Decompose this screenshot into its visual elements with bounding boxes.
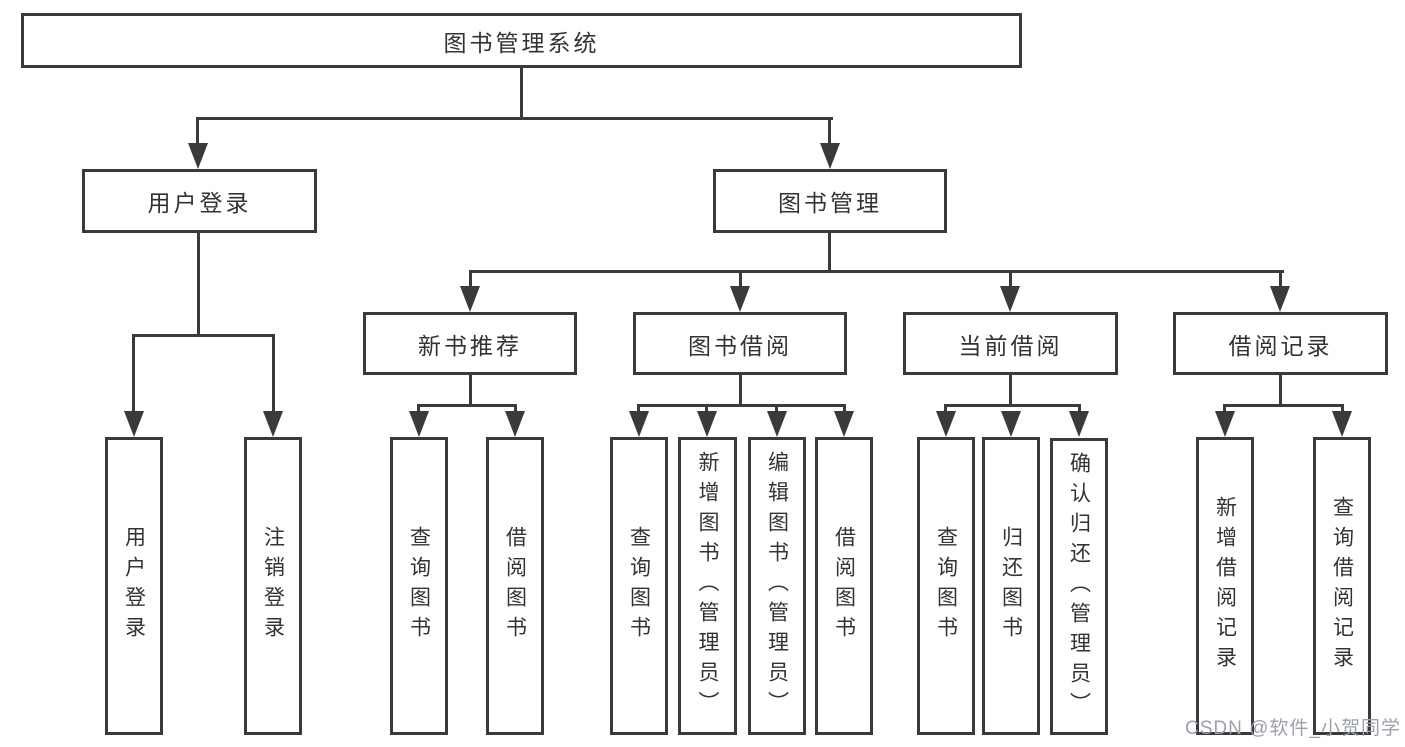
leaf-query-borrow-record-label: 查询借阅记录 xyxy=(1330,496,1354,676)
node-new-book-recommendation-label: 新书推荐 xyxy=(418,332,522,359)
connector-line xyxy=(775,404,778,415)
connector-line xyxy=(1223,404,1344,407)
arrowhead-down-icon xyxy=(834,411,854,437)
connector-line xyxy=(197,233,200,337)
connector-line xyxy=(132,334,275,337)
node-user-login: 用户登录 xyxy=(82,169,317,233)
connector-line xyxy=(828,233,831,273)
leaf-borrow-books-2-label: 借阅图书 xyxy=(832,526,856,646)
arrowhead-down-icon xyxy=(820,143,840,169)
arrowhead-down-icon xyxy=(124,411,144,437)
leaf-edit-book-admin: 编辑图书（管理员） xyxy=(748,437,806,735)
leaf-logout-label: 注销登录 xyxy=(261,526,285,646)
connector-line xyxy=(132,334,135,416)
leaf-borrow-books-2: 借阅图书 xyxy=(815,437,873,735)
arrowhead-down-icon xyxy=(263,411,283,437)
leaf-return-book: 归还图书 xyxy=(982,437,1040,735)
connector-line xyxy=(944,404,1081,407)
leaf-borrow-books-1-label: 借阅图书 xyxy=(503,526,527,646)
node-user-login-label: 用户登录 xyxy=(147,190,252,216)
connector-line xyxy=(469,375,472,406)
arrowhead-down-icon xyxy=(1000,286,1020,312)
arrowhead-down-icon xyxy=(1001,411,1021,437)
node-current-borrowing-label: 当前借阅 xyxy=(958,332,1063,359)
arrowhead-down-icon xyxy=(936,411,956,437)
leaf-query-books-3: 查询图书 xyxy=(917,437,975,735)
leaf-logout: 注销登录 xyxy=(244,437,302,735)
node-new-book-recommendation: 新书推荐 xyxy=(363,312,577,375)
connector-line xyxy=(196,117,199,147)
arrowhead-down-icon xyxy=(1215,411,1235,437)
connector-line xyxy=(1279,270,1282,292)
node-borrowing-records: 借阅记录 xyxy=(1173,312,1388,375)
connector-line xyxy=(739,270,742,292)
csdn-watermark: CSDN @软件_小贺同学 xyxy=(1185,718,1401,739)
arrowhead-down-icon xyxy=(1069,411,1089,437)
node-root: 图书管理系统 xyxy=(21,13,1022,68)
arrowhead-down-icon xyxy=(505,411,525,437)
connector-line xyxy=(944,404,947,415)
connector-line xyxy=(739,375,742,406)
leaf-return-book-label: 归还图书 xyxy=(999,526,1023,646)
connector-line xyxy=(637,404,846,407)
leaf-user-login: 用户登录 xyxy=(105,437,163,735)
connector-line xyxy=(469,270,472,292)
connector-line xyxy=(843,404,846,415)
connector-line xyxy=(1078,404,1081,415)
leaf-query-books-1: 查询图书 xyxy=(390,437,448,735)
connector-line xyxy=(828,117,831,147)
node-book-management: 图书管理 xyxy=(713,169,947,233)
connector-line xyxy=(1009,375,1012,406)
leaf-edit-book-admin-label: 编辑图书（管理员） xyxy=(765,451,789,721)
leaf-query-borrow-record: 查询借阅记录 xyxy=(1313,437,1371,735)
connector-line xyxy=(1341,404,1344,415)
arrowhead-down-icon xyxy=(460,286,480,312)
connector-line xyxy=(1223,404,1226,415)
leaf-borrow-books-1: 借阅图书 xyxy=(486,437,544,735)
node-borrowing-records-label: 借阅记录 xyxy=(1228,332,1333,359)
connector-line xyxy=(705,404,708,415)
arrowhead-down-icon xyxy=(730,286,750,312)
connector-line xyxy=(520,67,523,120)
arrowhead-down-icon xyxy=(188,143,208,169)
arrowhead-down-icon xyxy=(409,411,429,437)
connector-line xyxy=(417,404,420,415)
connector-line xyxy=(1009,270,1012,292)
arrowhead-down-icon xyxy=(1270,286,1290,312)
node-book-borrowing: 图书借阅 xyxy=(633,312,847,375)
leaf-query-books-3-label: 查询图书 xyxy=(934,526,958,646)
leaf-user-login-label: 用户登录 xyxy=(122,526,146,646)
connector-line xyxy=(514,404,517,415)
leaf-query-books-2-label: 查询图书 xyxy=(627,526,651,646)
leaf-add-book-admin: 新增图书（管理员） xyxy=(678,437,737,735)
arrowhead-down-icon xyxy=(767,411,787,437)
leaf-query-books-2: 查询图书 xyxy=(610,437,668,735)
connector-line xyxy=(469,270,1284,273)
connector-line xyxy=(1279,375,1282,406)
node-current-borrowing: 当前借阅 xyxy=(903,312,1118,375)
node-book-borrowing-label: 图书借阅 xyxy=(688,332,792,359)
arrowhead-down-icon xyxy=(629,411,649,437)
arrowhead-down-icon xyxy=(697,411,717,437)
leaf-confirm-return-admin: 确认归还（管理员） xyxy=(1050,438,1108,735)
node-root-label: 图书管理系统 xyxy=(443,29,600,56)
connector-line xyxy=(196,117,833,120)
leaf-add-book-admin-label: 新增图书（管理员） xyxy=(696,451,719,721)
connector-line xyxy=(417,404,517,407)
leaf-confirm-return-admin-label: 确认归还（管理员） xyxy=(1067,451,1091,722)
leaf-add-borrow-record-label: 新增借阅记录 xyxy=(1213,496,1237,676)
arrowhead-down-icon xyxy=(1332,411,1352,437)
connector-line xyxy=(637,404,640,415)
connector-line xyxy=(272,334,275,416)
leaf-add-borrow-record: 新增借阅记录 xyxy=(1196,437,1254,735)
node-book-management-label: 图书管理 xyxy=(778,190,882,216)
leaf-query-books-1-label: 查询图书 xyxy=(407,526,431,646)
